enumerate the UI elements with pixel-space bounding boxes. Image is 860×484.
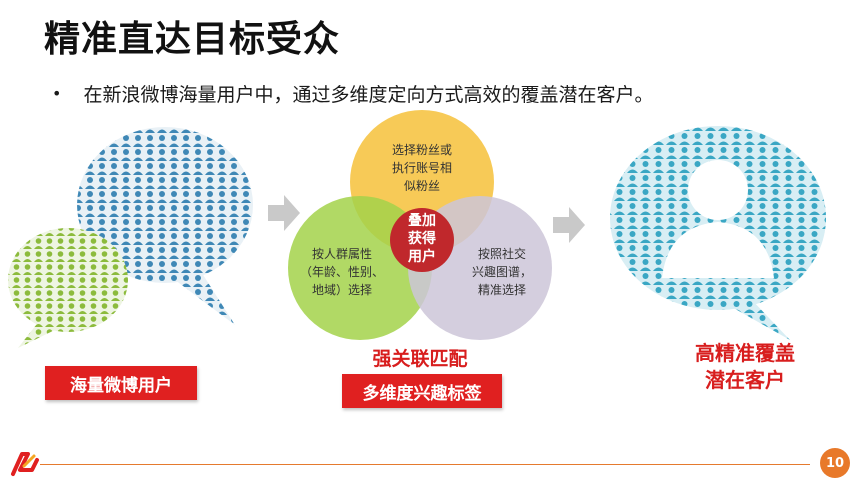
speech-bubble-icon xyxy=(8,228,128,348)
footer-line xyxy=(40,464,810,465)
massive-users-label: 海量微博用户 xyxy=(45,366,197,400)
venn-right-line-2: 兴趣图谱， xyxy=(472,264,532,279)
interest-tags-label: 多维度兴趣标签 xyxy=(342,374,502,408)
venn-center-line-2: 获得 xyxy=(408,230,436,247)
target-audience-bubble xyxy=(610,126,826,340)
venn-top-line-3: 似粉丝 xyxy=(404,179,440,193)
logo-icon xyxy=(11,452,39,476)
bullet-text: 在新浪微博海量用户中，通过多维度定向方式高效的覆盖潜在客户。 xyxy=(83,84,654,106)
bullet-dot-icon: • xyxy=(52,84,62,103)
venn-center-line-3: 用户 xyxy=(408,248,436,265)
venn-top-line-1: 选择粉丝或 xyxy=(392,143,452,157)
venn-right-line-1: 按照社交 xyxy=(478,246,526,261)
bullet-row: • 在新浪微博海量用户中，通过多维度定向方式高效的覆盖潜在客户。 xyxy=(52,80,653,107)
person-silhouette-icon xyxy=(662,160,774,278)
result-title-line-2: 潜在客户 xyxy=(705,368,785,392)
venn-diagram: 选择粉丝或 执行账号相 似粉丝 按人群属性 （年龄、性别、 地域）选择 按照社交… xyxy=(288,110,552,340)
venn-left-line-2: （年龄、性别、 xyxy=(300,265,384,279)
result-title-line-1: 高精准覆盖 xyxy=(695,341,795,365)
venn-right-line-3: 精准选择 xyxy=(478,283,526,297)
people-crowd-left xyxy=(8,127,253,348)
arrow-icon xyxy=(553,207,585,243)
match-title: 强关联匹配 xyxy=(372,348,468,370)
result-title: 高精准覆盖 潜在客户 xyxy=(670,340,820,394)
venn-center-line-1: 叠加 xyxy=(408,212,436,229)
page-number: 10 xyxy=(820,448,850,478)
arrow-icon xyxy=(268,195,300,231)
venn-left-line-3: 地域）选择 xyxy=(312,283,372,297)
speech-bubble-icon xyxy=(77,127,253,325)
venn-left-line-1: 按人群属性 xyxy=(312,247,372,261)
venn-circle-center xyxy=(390,208,454,272)
venn-top-line-2: 执行账号相 xyxy=(392,161,452,175)
slide-title: 精准直达目标受众 xyxy=(44,19,341,60)
